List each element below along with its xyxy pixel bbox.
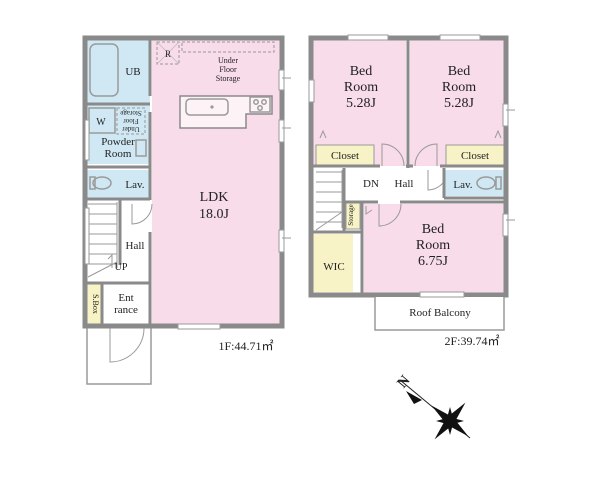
refrigerator-box xyxy=(156,41,180,65)
stairs-1f xyxy=(87,202,118,278)
ub-label: UB xyxy=(125,66,140,78)
storage-2f-label: Storage xyxy=(347,204,355,225)
powder-room-label-1: Powder xyxy=(101,136,135,148)
under-floor-storage-label-1: Under xyxy=(218,56,238,65)
shoe-box xyxy=(85,284,102,324)
bedroom-main-door-swing xyxy=(378,203,402,227)
bathtub xyxy=(89,43,119,97)
under-floor-storage-rotated: Under Floor Storage xyxy=(120,109,141,133)
entrance-label-1: Ent xyxy=(118,292,133,304)
closet-left-label: Closet xyxy=(331,150,359,162)
entrance-label-2: rance xyxy=(114,304,138,316)
bedroom-main-size: 6.75J xyxy=(418,254,449,269)
bedroom-right-size: 5.28J xyxy=(444,96,475,111)
floor-1-area: 1F:44.71㎡ xyxy=(218,339,273,353)
under-floor-storage-box xyxy=(181,41,275,53)
bedroom-main xyxy=(364,204,504,294)
bedroom-main-label-1: Bed xyxy=(422,222,445,237)
compass: N xyxy=(394,373,471,440)
stairs-2f xyxy=(315,170,343,231)
lavatory-2f-label: Lav. xyxy=(453,179,472,191)
powder-room-label-2: Room xyxy=(105,148,132,160)
hall-door-swing xyxy=(131,203,153,225)
lavatory-2f-door-swing xyxy=(427,170,446,191)
stairs-dn-label: DN xyxy=(363,178,379,190)
entrance-porch xyxy=(86,325,152,385)
ldk-size: 18.0J xyxy=(199,207,230,222)
wic-label: WIC xyxy=(323,261,344,273)
under-floor-storage-box-2 xyxy=(116,107,146,135)
bedroom-right-door-swing xyxy=(414,143,438,167)
compass-star-icon xyxy=(431,402,469,440)
refrigerator-label: R xyxy=(165,49,171,59)
bedroom-right-label-1: Bed xyxy=(448,64,471,79)
toilet-2f xyxy=(476,176,496,190)
compass-north-arrow-icon xyxy=(406,391,422,404)
bedroom-main-label-2: Room xyxy=(416,238,450,253)
powder-sink xyxy=(135,139,147,157)
floor-1: UB R Under Floor Storage W Under Floor S… xyxy=(82,35,291,385)
toilet-1f xyxy=(92,176,112,190)
lavatory-2f xyxy=(445,170,504,196)
lavatory-1f xyxy=(85,170,150,198)
svg-text:Floor: Floor xyxy=(123,117,139,125)
hall-2f-label: Hall xyxy=(395,178,414,190)
bedroom-left-label-2: Room xyxy=(344,80,378,95)
under-floor-storage-label-3: Storage xyxy=(216,74,241,83)
shoe-box-label: S.Box xyxy=(91,294,100,314)
under-floor-storage-label-2: Floor xyxy=(219,65,237,74)
walk-in-closet xyxy=(313,234,353,292)
ldk-room xyxy=(152,38,280,326)
bedroom-left-label-1: Bed xyxy=(350,64,373,79)
bedroom-right-label-2: Room xyxy=(442,80,476,95)
bedroom-left-door-swing xyxy=(381,143,405,167)
bedroom-left-size: 5.28J xyxy=(346,96,377,111)
svg-text:Storage: Storage xyxy=(120,109,141,117)
stove xyxy=(249,96,271,113)
roof-balcony xyxy=(374,297,505,331)
svg-text:Under: Under xyxy=(122,125,140,133)
floor-2: Bed Room 5.28J Bed Room 5.28J Closet Clo… xyxy=(308,34,515,348)
hall-1f-label: Hall xyxy=(126,240,145,252)
kitchen-counter xyxy=(179,95,273,129)
kitchen-sink xyxy=(185,98,229,116)
floor-2-area: 2F:39.74㎡ xyxy=(444,334,499,348)
closet-right-label: Closet xyxy=(461,150,489,162)
roof-balcony-label: Roof Balcony xyxy=(409,307,471,319)
stairs-up-label: UP xyxy=(115,262,128,273)
washer-label: W xyxy=(96,117,106,128)
lavatory-1f-label: Lav. xyxy=(125,179,144,191)
ldk-label: LDK xyxy=(200,190,229,205)
entrance-door-swing xyxy=(109,327,145,363)
